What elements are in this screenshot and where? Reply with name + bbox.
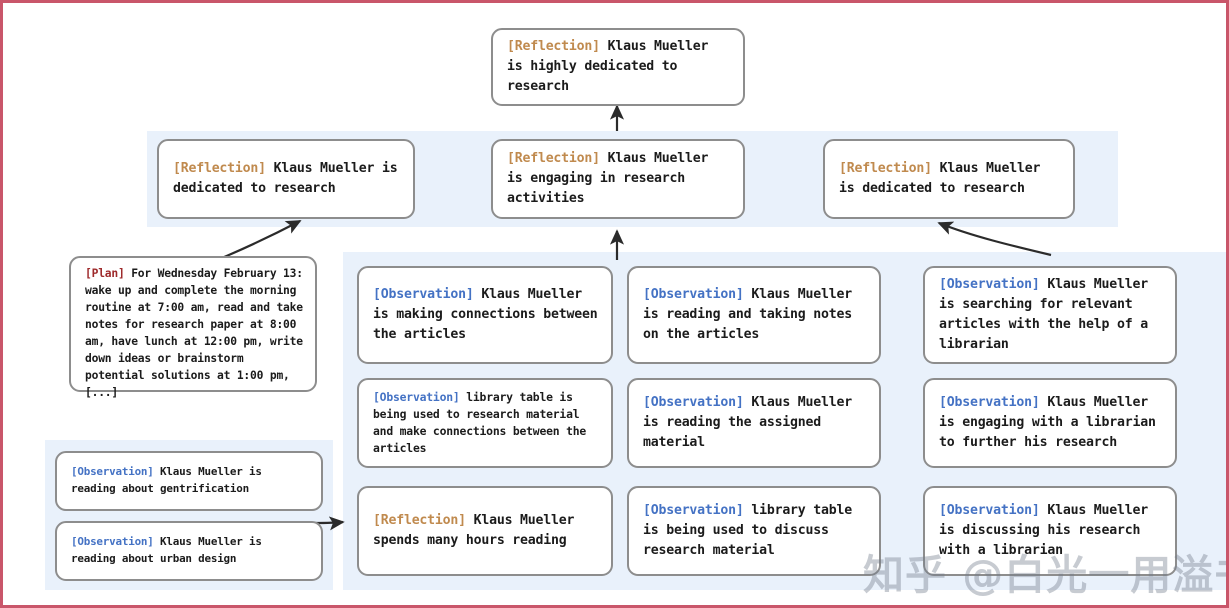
tag-plan: [Plan] [85,267,125,280]
node-body: Klaus Mueller is reading the assigned ma… [643,394,860,451]
node-reflection-middle[interactable]: [Reflection] Klaus Mueller is engaging i… [491,139,745,219]
node-text: [Observation] Klaus Mueller is reading a… [71,534,309,567]
node-body: For Wednesday February 13: wake up and c… [85,267,310,399]
node-body: Klaus Mueller is dedicated to research [839,160,1048,196]
node-text: [Reflection] Klaus Mueller is engaging i… [507,149,731,209]
node-text: [Reflection] Klaus Mueller spends many h… [373,511,599,551]
node-body: Klaus Mueller is reading about urban des… [71,535,269,565]
node-body: Klaus Mueller is searching for relevant … [939,276,1156,353]
node-col3-observation-3[interactable]: [Observation] Klaus Mueller is discussin… [923,486,1177,576]
node-col3-observation-1[interactable]: [Observation] Klaus Mueller is searching… [923,266,1177,364]
node-col1-observation-2[interactable]: [Observation] library table is being use… [357,378,613,468]
node-body: Klaus Mueller is discussing his research… [939,502,1156,559]
tag-observation: [Observation] [939,502,1040,518]
node-col1-reflection[interactable]: [Reflection] Klaus Mueller spends many h… [357,486,613,576]
node-text: [Observation] Klaus Mueller is reading a… [643,285,867,345]
node-text: [Observation] library table is being use… [373,389,599,457]
node-text: [Observation] Klaus Mueller is reading a… [71,464,309,497]
node-col2-observation-2[interactable]: [Observation] Klaus Mueller is reading t… [627,378,881,468]
tag-reflection: [Reflection] [507,150,600,166]
tag-reflection: [Reflection] [373,512,466,528]
node-reflection-right[interactable]: [Reflection] Klaus Mueller is dedicated … [823,139,1075,219]
node-col2-observation-1[interactable]: [Observation] Klaus Mueller is reading a… [627,266,881,364]
node-body: Klaus Mueller is engaging in research ac… [507,150,716,207]
node-body: Klaus Mueller is making connections betw… [373,286,606,343]
node-col3-observation-2[interactable]: [Observation] Klaus Mueller is engaging … [923,378,1177,468]
node-text: [Observation] library table is being use… [643,501,867,561]
tag-observation: [Observation] [643,394,744,410]
tag-observation: [Observation] [71,465,154,479]
node-body: library table is being used to discuss r… [643,502,860,559]
node-reflection-left[interactable]: [Reflection] Klaus Mueller is dedicated … [157,139,415,219]
node-body: Klaus Mueller is reading about gentrific… [71,465,269,495]
tag-observation: [Observation] [373,389,460,404]
tag-observation: [Observation] [939,394,1040,410]
node-text: [Reflection] Klaus Mueller is highly ded… [507,37,731,97]
node-left-observation-1[interactable]: [Observation] Klaus Mueller is reading a… [55,451,323,511]
tag-reflection: [Reflection] [507,38,600,54]
tag-observation: [Observation] [643,502,744,518]
node-plan[interactable]: [Plan] For Wednesday February 13: wake u… [69,256,317,399]
tag-observation: [Observation] [71,535,154,549]
node-left-observation-2[interactable]: [Observation] Klaus Mueller is reading a… [55,521,323,581]
node-root-reflection[interactable]: [Reflection] Klaus Mueller is highly ded… [491,28,745,106]
node-col2-observation-3[interactable]: [Observation] library table is being use… [627,486,881,576]
node-text: [Observation] Klaus Mueller is engaging … [939,393,1163,453]
node-body: library table is being used to research … [373,389,593,456]
node-text: [Observation] Klaus Mueller is reading t… [643,393,867,453]
node-body: Klaus Mueller is engaging with a librari… [939,394,1164,451]
tag-observation: [Observation] [643,286,744,302]
node-text: [Observation] Klaus Mueller is making co… [373,285,599,345]
node-text: [Plan] For Wednesday February 13: wake u… [85,266,303,402]
node-col1-observation-1[interactable]: [Observation] Klaus Mueller is making co… [357,266,613,364]
node-text: [Observation] Klaus Mueller is discussin… [939,501,1163,561]
node-body: Klaus Mueller spends many hours reading [373,512,582,548]
node-body: Klaus Mueller is reading and taking note… [643,286,860,343]
node-text: [Reflection] Klaus Mueller is dedicated … [839,159,1061,199]
tag-reflection: [Reflection] [839,160,932,176]
tag-observation: [Observation] [939,276,1040,292]
tag-reflection: [Reflection] [173,160,266,176]
node-body: Klaus Mueller is highly dedicated to res… [507,38,716,95]
tag-observation: [Observation] [373,286,474,302]
node-text: [Observation] Klaus Mueller is searching… [939,275,1163,355]
node-body: Klaus Mueller is dedicated to research [173,160,406,196]
node-text: [Reflection] Klaus Mueller is dedicated … [173,159,401,199]
